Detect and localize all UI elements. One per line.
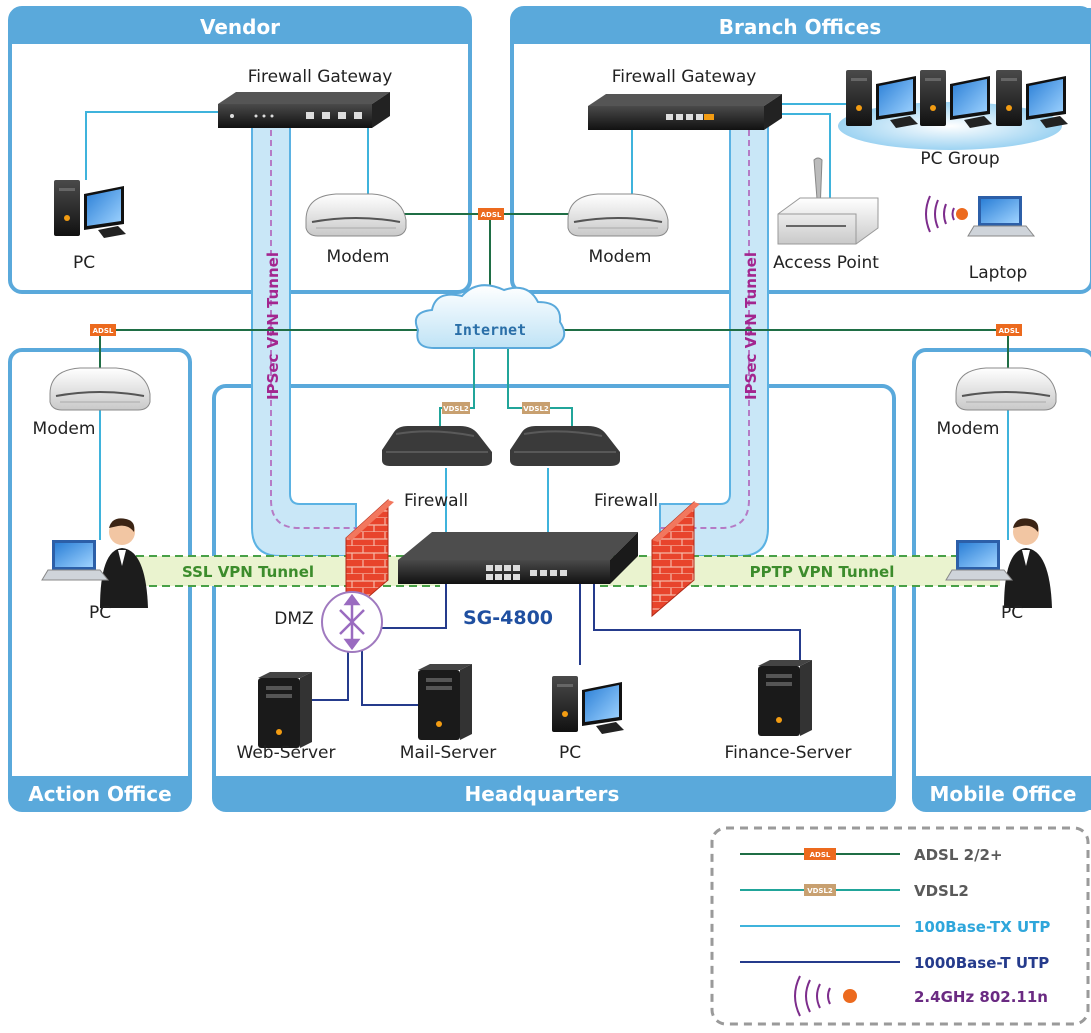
legend-gig-label: 1000Base-T UTP <box>914 954 1049 972</box>
svg-text:VDSL2: VDSL2 <box>523 405 549 413</box>
vendor-modem-label: Modem <box>327 247 390 267</box>
access-point-label: Access Point <box>773 253 879 273</box>
region-title-action: Action Office <box>28 782 171 806</box>
vendor-firewall-label: Firewall Gateway <box>248 67 393 87</box>
svg-text:ADSL: ADSL <box>999 327 1020 335</box>
branch-modem-icon <box>567 193 669 237</box>
ssl-tunnel-label: SSL VPN Tunnel <box>182 563 314 581</box>
region-action: Action Office <box>8 348 192 812</box>
ipsec-label-left: IPSec VPN Tunnel <box>264 252 282 400</box>
access-point-icon <box>777 157 879 245</box>
legend-n-badge-icon <box>843 989 857 1003</box>
hq-firewall-left-label: Firewall <box>404 491 468 511</box>
vdsl-tag-left: VDSL2 <box>442 402 470 414</box>
region-vendor: Vendor <box>8 6 472 294</box>
mobile-modem-label: Modem <box>937 419 1000 439</box>
adsl-tag-action: ADSL <box>90 324 116 336</box>
mobile-modem-icon <box>955 367 1057 411</box>
svg-text:ADSL: ADSL <box>93 327 114 335</box>
finance-server-icon <box>758 660 812 736</box>
switch-model-label: SG-4800 <box>463 607 553 629</box>
adsl-tag-vendor-branch: ADSL <box>478 208 504 220</box>
region-title-vendor: Vendor <box>200 15 280 39</box>
dmz-label: DMZ <box>274 609 313 629</box>
action-pc-label: PC <box>89 603 111 623</box>
legend-100base-tx: 100Base-TX UTP <box>740 918 1050 936</box>
pc-group-icon <box>838 70 1068 150</box>
action-modem-icon <box>49 367 151 411</box>
action-modem-label: Modem <box>33 419 96 439</box>
legend-vdsl: VDSL2 VDSL2 <box>740 882 969 900</box>
wifi-n-badge-icon <box>956 208 968 220</box>
mobile-pc-label: PC <box>1001 603 1023 623</box>
internet-cloud-icon <box>414 284 566 349</box>
vendor-pc-label: PC <box>73 253 95 273</box>
region-title-hq: Headquarters <box>465 782 620 806</box>
vdsl-modem-left-icon <box>381 425 493 467</box>
ipsec-tunnel-left <box>251 119 357 557</box>
branch-firewall-gateway-icon <box>588 94 782 130</box>
region-title-mobile: Mobile Office <box>930 782 1077 806</box>
adsl-tag-mobile: ADSL <box>996 324 1022 336</box>
hq-firewall-right-label: Firewall <box>594 491 658 511</box>
ipsec-label-right: IPSec VPN Tunnel <box>742 252 760 400</box>
branch-modem-label: Modem <box>589 247 652 267</box>
web-server-label: Web-Server <box>237 743 336 763</box>
legend-vdsl-label: VDSL2 <box>914 882 969 900</box>
legend-wifi-icon <box>794 975 831 1017</box>
pptp-tunnel-label: PPTP VPN Tunnel <box>750 563 895 581</box>
branch-firewall-label: Firewall Gateway <box>612 67 757 87</box>
legend-1000base-t: 1000Base-T UTP <box>740 954 1049 972</box>
legend-wifi-label: 2.4GHz 802.11n <box>914 988 1048 1006</box>
legend-adsl: ADSL ADSL 2/2+ <box>740 846 1003 864</box>
svg-text:VDSL2: VDSL2 <box>443 405 469 413</box>
finance-server-label: Finance-Server <box>725 743 852 763</box>
vendor-firewall-gateway-icon <box>218 92 390 128</box>
dmz-router-icon <box>321 591 383 653</box>
laptop-label: Laptop <box>969 263 1028 283</box>
vdsl-modem-right-icon <box>509 425 621 467</box>
legend-wifi: 2.4GHz 802.11n <box>794 975 1048 1017</box>
legend: ADSL ADSL 2/2+ VDSL2 VDSL2 100Base-TX UT… <box>710 826 1090 1026</box>
sg-4800-switch-icon <box>398 532 638 584</box>
legend-fast-label: 100Base-TX UTP <box>914 918 1050 936</box>
hq-pc-label: PC <box>559 743 581 763</box>
branch-wifi-icon <box>925 195 955 233</box>
internet-label: Internet <box>454 321 526 339</box>
svg-text:ADSL: ADSL <box>810 851 831 859</box>
brick-firewall-left-icon <box>345 498 394 618</box>
region-title-branch: Branch Offices <box>719 15 882 39</box>
pc-group-label: PC Group <box>920 149 999 169</box>
legend-adsl-label: ADSL 2/2+ <box>914 846 1003 864</box>
brick-firewall-right-icon <box>651 500 700 618</box>
svg-text:ADSL: ADSL <box>481 211 502 219</box>
web-server-icon <box>258 672 312 748</box>
mail-server-icon <box>418 664 472 740</box>
mail-server-label: Mail-Server <box>400 743 496 763</box>
vendor-modem-icon <box>305 193 407 237</box>
vdsl-tag-right: VDSL2 <box>522 402 550 414</box>
svg-text:VDSL2: VDSL2 <box>807 887 833 895</box>
